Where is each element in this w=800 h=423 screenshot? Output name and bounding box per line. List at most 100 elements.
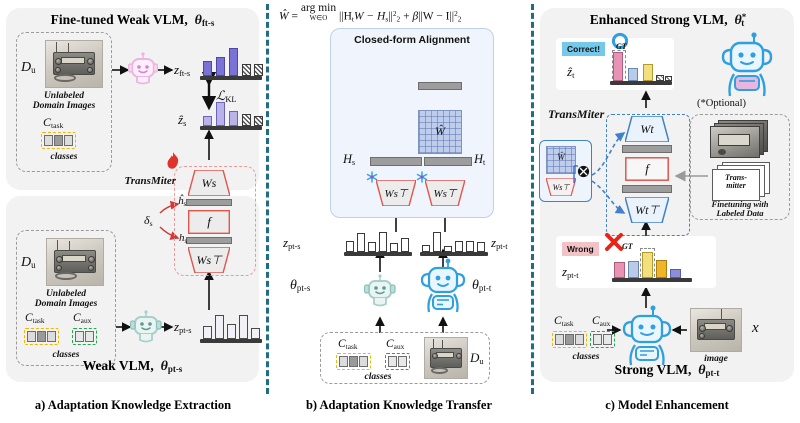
- W-t-T-trapezoid: Wt⊤: [625, 197, 669, 223]
- divider-left: [266, 4, 269, 394]
- bar-z-pt-s-a-2: [227, 324, 236, 339]
- bar-z-ft-s-1: [216, 57, 225, 76]
- bar-z-pt-t-c-0: [614, 262, 625, 278]
- C-aux-symbol-c: Caux: [592, 315, 611, 328]
- f-block-a: f: [188, 210, 230, 234]
- bar-z-pt-s-a-3: [239, 315, 248, 339]
- W-t-label: Wt: [640, 121, 654, 136]
- optional-title: (*Optional): [697, 98, 746, 109]
- gt-label-wrong: GT: [622, 242, 633, 251]
- f-block-c: f: [625, 157, 669, 181]
- bar-z-ft-s-3: [242, 64, 251, 76]
- bar-z-hat-s-0: [203, 116, 212, 126]
- correct-tag: Correct!: [562, 42, 606, 56]
- f-label-c: f: [645, 161, 649, 176]
- unlabeled-image-thumb-a-top: [45, 40, 103, 88]
- divider-right: [531, 4, 534, 394]
- W-s-T-label-b-right: Ws⊤: [433, 187, 457, 200]
- D-u-symbol-a-top: Du: [21, 60, 36, 76]
- bar-z-ft-s-4: [254, 64, 263, 76]
- panel-c-caption: c) Model Enhancement: [605, 398, 729, 412]
- w-hat-composite-connector: [573, 160, 578, 183]
- panel-c-bottom-title: Strong VLM, θpt-t: [614, 362, 720, 379]
- bar-z-pt-s-b-3: [379, 232, 387, 252]
- classes-label-c: classes: [572, 352, 600, 362]
- bar-z-pt-s-b-1: [357, 233, 365, 252]
- bar-z-hat-t-2: [643, 64, 653, 81]
- panel-b-equation: Ŵ = arg min W∈O ||HtW − Hs||22 + β||W − …: [279, 2, 462, 24]
- transmiter-label-a: TransMiter: [124, 175, 176, 187]
- bar-z-hat-s-2: [229, 111, 238, 126]
- bar-z-pt-t-b-2: [444, 246, 452, 252]
- h-hat-s-strip: [186, 199, 232, 206]
- W-s-T-trapezoid-b-right: Ws⊤: [425, 180, 465, 206]
- chart-z-pt-s-a: [200, 308, 262, 346]
- C-task-symbol-a-top: Ctask: [43, 115, 64, 130]
- weak-vlm-robot-b: [363, 274, 396, 308]
- W-t-out-strip: [622, 145, 672, 153]
- domain-image-thumb-b: [424, 337, 468, 379]
- chart-z-hat-t: [610, 50, 672, 86]
- theta-pt-t-label-b: θpt-t: [472, 278, 492, 294]
- bar-z-pt-s-b-2: [368, 242, 376, 252]
- theta-ft-s-symbol: θft-s: [194, 13, 215, 29]
- c-task-chips-b: [336, 353, 371, 370]
- chart-z-hat-s: [200, 96, 263, 132]
- input-image-thumb-c: [690, 308, 742, 352]
- H-t-strip: [424, 157, 472, 166]
- chart-z-pt-s-b: [344, 226, 412, 258]
- f-out-strip-c: [622, 185, 672, 193]
- bar-z-ft-s-2: [229, 48, 238, 76]
- bar-z-pt-t-b-4: [466, 241, 474, 252]
- W-hat-small-label: Ŵ: [557, 152, 565, 162]
- C-aux-symbol-a-bottom: Caux: [73, 312, 92, 325]
- H-t-out-strip: [418, 82, 462, 90]
- bar-z-pt-s-a-4: [251, 328, 260, 339]
- panel-a-bottom-title: Weak VLM, θpt-s: [82, 358, 183, 375]
- f-label-a: f: [207, 214, 211, 229]
- z-pt-t-label-c: zpt-t: [562, 264, 579, 281]
- W-s-T-label-b-left: Ws⊤: [384, 187, 408, 200]
- W-t-T-label: Wt⊤: [635, 202, 659, 217]
- strong-vlm-robot-c: [620, 305, 674, 367]
- panel-a-top-title: Fine-tuned Weak VLM, θft-s: [6, 12, 259, 29]
- strong-vlm-robot-b: [418, 258, 468, 314]
- bar-z-pt-s-b-5: [401, 238, 409, 252]
- weak-vlm-robot-teal: [129, 310, 162, 344]
- C-task-symbol-b: Ctask: [338, 338, 358, 351]
- transmitter-doc-text: Trans-mitter: [725, 173, 747, 191]
- bar-z-pt-s-b-0: [346, 241, 354, 252]
- enhanced-strong-vlm-robot: [718, 32, 776, 98]
- W-hat-matrix-label: Ŵ: [435, 124, 445, 138]
- unlabeled-label-a-top: Unlabeled Domain Images: [32, 91, 96, 112]
- theta-star-t-symbol: θ*t: [734, 12, 747, 29]
- transmiter-label-c: TransMiter: [548, 107, 605, 121]
- W-s-T-trapezoid-b-left: Ws⊤: [376, 180, 416, 206]
- h-s-strip: [186, 237, 232, 244]
- wrong-cross-icon: [604, 232, 624, 257]
- panel-a-top-data-box: [16, 32, 112, 172]
- bar-z-hat-t-gt: [613, 52, 623, 81]
- z-hat-t-label: ẑt: [567, 64, 575, 81]
- snowflake-icon-b-right: [416, 170, 428, 188]
- W-s-trapezoid: Ws: [188, 170, 230, 196]
- wrong-tag: Wrong: [562, 242, 599, 256]
- z-ft-s-label: zft-s: [174, 62, 191, 79]
- W-s-label: Ws: [201, 175, 217, 190]
- unlabeled-label-a-bottom: Unlabeled Domain Images: [34, 289, 98, 310]
- z-pt-s-label-b: zpt-s: [283, 235, 301, 252]
- bar-z-pt-t-c-1: [628, 261, 639, 278]
- optional-box: [690, 114, 790, 220]
- panel-c-top-title: Enhanced Strong VLM, θ*t: [589, 12, 747, 29]
- bar-z-pt-t-c-4: [670, 269, 681, 278]
- W-s-T-small-trapezoid: Ws⊤: [546, 178, 576, 196]
- H-t-label: Ht: [474, 152, 486, 167]
- bar-z-pt-s-a-1: [215, 315, 224, 339]
- panel-a-caption: a) Adaptation Knowledge Extraction: [34, 398, 232, 412]
- C-task-symbol-c: Ctask: [554, 315, 574, 328]
- C-task-symbol-a-bottom: Ctask: [25, 312, 45, 325]
- W-hat-matrix: [418, 110, 462, 154]
- classes-label-a-top: classes: [50, 152, 78, 162]
